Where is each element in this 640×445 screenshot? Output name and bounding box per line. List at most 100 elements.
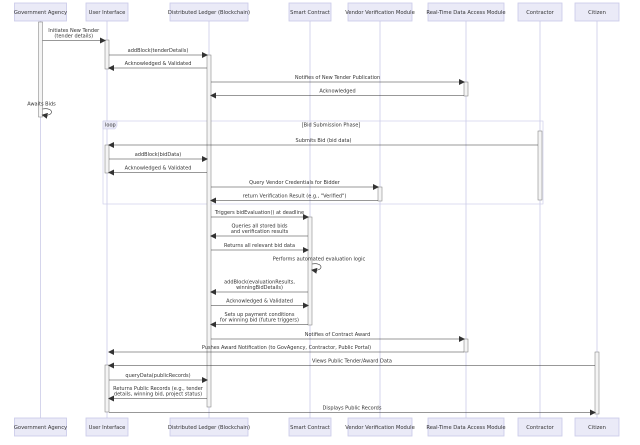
message-label: Notifies of New Tender Publication [295, 75, 380, 81]
participant-box [14, 417, 67, 437]
message-label: Pushes Award Notification (to GovAgency,… [202, 345, 371, 351]
message-arrow [41, 108, 52, 119]
participant-label: Vendor Verification Module [345, 425, 415, 431]
message-label: Notifies of Contract Award [305, 332, 371, 338]
message-label: Triggers bidEvaluation() at deadline [214, 210, 304, 216]
activation-rt [463, 81, 469, 97]
participant-label: Smart Contract [290, 10, 330, 16]
participant-label: Contractor [526, 10, 554, 16]
message-arrow [311, 263, 322, 274]
message-1: Initiates New Tender(tender details) [42, 28, 106, 44]
participant-cit-bottom: Citizen [574, 417, 620, 437]
activation-sc [307, 216, 313, 326]
activation-vv [377, 186, 383, 202]
message-label: Returns all relevant bid data [224, 243, 295, 249]
participant-box [169, 2, 249, 22]
message-20: Pushes Award Notification (to GovAgency,… [108, 345, 464, 355]
message-label: Submits Bid (bid data) [295, 138, 351, 144]
message-5: Acknowledged [210, 89, 464, 99]
activation-ui [104, 39, 110, 70]
message-23: Returns Public Records (e.g., tenderdeta… [108, 386, 207, 402]
participant-label: Citizen [588, 425, 606, 431]
message-9: Acknowledged & Validated [108, 166, 207, 176]
participant-label: User Interface [89, 425, 126, 431]
participant-box [288, 2, 332, 22]
message-15: Performs automated evaluation logic [273, 257, 366, 274]
participant-box [347, 2, 413, 22]
message-label: Performs automated evaluation logic [273, 257, 366, 263]
participant-box [574, 2, 620, 22]
message-6: Awaits Bids [27, 102, 56, 119]
participant-label: Government Agency [14, 10, 67, 16]
participant-ui-bottom: User Interface [85, 417, 129, 437]
participant-label: Smart Contract [290, 425, 330, 431]
participant-rt-top: Real-Time Data Access Module [426, 2, 506, 22]
message-label: winningBidDetails) [236, 285, 283, 291]
message-10: Query Vendor Credentials for Bidder [211, 180, 379, 190]
participant-label: Contractor [526, 425, 554, 431]
message-label: details, winning bid, project status) [114, 392, 202, 398]
message-label: addBlock(evaluationResults, [224, 279, 295, 285]
participant-box [347, 417, 413, 437]
message-label: Views Public Tender/Award Data [312, 359, 392, 365]
participant-box [574, 417, 620, 437]
message-4: Notifies of New Tender Publication [211, 75, 465, 85]
participant-gov-top: Government Agency [14, 2, 67, 22]
message-2: addBlock(tenderDetails) [109, 48, 208, 58]
activation-ui [104, 144, 110, 174]
participant-label: User Interface [89, 10, 126, 16]
message-label: Queries all stored bids [231, 223, 287, 229]
message-16: addBlock(evaluationResults,winningBidDet… [210, 279, 308, 295]
message-22: queryData(publicRecords) [109, 373, 208, 383]
loop-keyword: loop [105, 123, 116, 129]
participant-dl-bottom: Distributed Ledger (Blockchain) [168, 417, 250, 437]
message-12: Triggers bidEvaluation() at deadline [211, 210, 309, 220]
message-label: return Verification Result (e.g., "Verif… [243, 194, 347, 200]
activation-cit [594, 351, 600, 415]
activation-gov [38, 21, 43, 118]
message-19: Notifies of Contract Award [211, 332, 465, 342]
message-24: Displays Public Records [109, 406, 596, 416]
activation-con [537, 130, 543, 201]
participant-con-top: Contractor [517, 2, 563, 22]
loop-label: [Bid Submission Phase] [302, 123, 361, 129]
message-label: Acknowledged [319, 89, 355, 95]
message-label: for winning bid (future triggers) [220, 318, 299, 324]
participant-label: Citizen [588, 10, 606, 16]
message-3: Acknowledged & Validated [108, 61, 207, 71]
participant-label: Distributed Ledger (Blockchain) [168, 10, 250, 16]
message-11: return Verification Result (e.g., "Verif… [210, 194, 378, 204]
participant-label: Distributed Ledger (Blockchain) [168, 425, 250, 431]
message-label: (tender details) [54, 34, 93, 40]
message-label: Returns Public Records (e.g., tender [113, 386, 204, 392]
message-label: and verification results [231, 229, 289, 235]
participant-dl-top: Distributed Ledger (Blockchain) [168, 2, 250, 22]
message-14: Returns all relevant bid data [211, 243, 309, 253]
message-label: Initiates New Tender [48, 28, 100, 34]
loop-tag [102, 120, 118, 130]
participant-rt-bottom: Real-Time Data Access Module [426, 417, 506, 437]
participant-box [517, 417, 563, 437]
participant-box [427, 417, 505, 437]
participant-vv-top: Vendor Verification Module [345, 2, 415, 22]
participant-box [517, 2, 563, 22]
loop-frame [102, 120, 544, 205]
message-label: addBlock(tenderDetails) [128, 48, 189, 54]
participant-label: Real-Time Data Access Module [426, 425, 505, 431]
participant-con-bottom: Contractor [517, 417, 563, 437]
participant-label: Vendor Verification Module [345, 10, 415, 16]
message-7: Submits Bid (bid data) [108, 138, 538, 148]
participant-sc-bottom: Smart Contract [288, 417, 332, 437]
message-21: Views Public Tender/Award Data [108, 359, 595, 369]
activation-dl [206, 54, 212, 408]
activation-ui [104, 364, 110, 413]
message-label: Awaits Bids [27, 102, 56, 108]
participant-box [288, 417, 332, 437]
participant-box [85, 417, 129, 437]
message-label: Query Vendor Credentials for Bidder [249, 180, 341, 186]
participant-gov-bottom: Government Agency [14, 417, 67, 437]
participant-box [427, 2, 505, 22]
message-label: addBlock(bidData) [135, 152, 182, 158]
